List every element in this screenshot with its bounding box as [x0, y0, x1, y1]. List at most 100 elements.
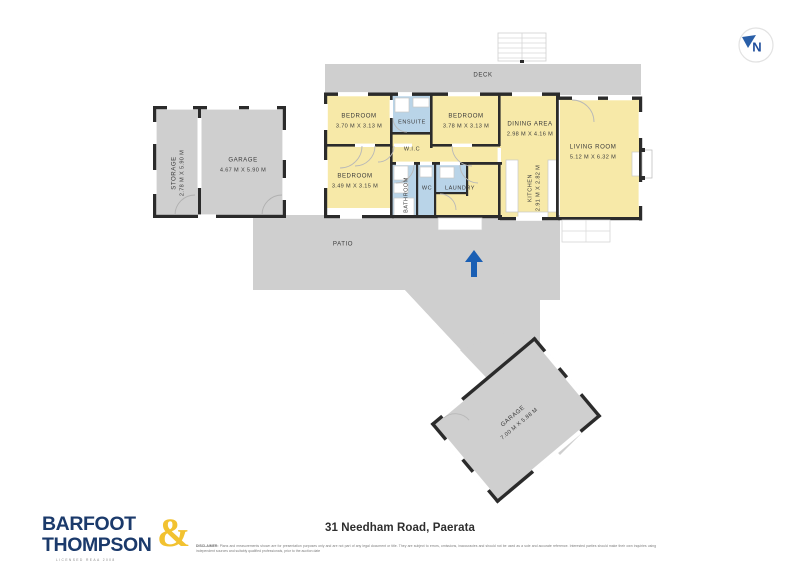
swing-laundry-2 [439, 193, 457, 211]
storage-label-group: STORAGE 2.78 M X 5.90 M [171, 150, 186, 196]
opening-divider-door [197, 118, 202, 188]
dining-name: DINING AREA [507, 121, 553, 128]
fixture-laundry-tub [439, 166, 455, 179]
opening-garage-bottom [198, 214, 216, 219]
fixture-ensuite-vanity [412, 97, 430, 108]
living-name: LIVING ROOM [570, 144, 617, 151]
wic-name: W.I.C [404, 146, 420, 152]
window-living-right-2 [638, 182, 643, 206]
door-wc [420, 161, 432, 166]
swing-bedroom2 [451, 145, 473, 167]
floor-corridor [392, 146, 500, 164]
opening-lower-garage-right-2 [565, 376, 583, 396]
lower-garage-floor [430, 336, 602, 504]
living-label-group: LIVING ROOM 5.12 M X 6.32 M [570, 144, 617, 161]
door-swing-garage [261, 194, 283, 216]
opening-lower-garage-door [531, 429, 582, 473]
fixture-basin [393, 182, 409, 194]
opening-lower-garage-top [440, 397, 464, 418]
lower-garage-block: GARAGE 7.00 M X 5.88 M [430, 336, 602, 504]
disclaimer-label: DISCLAIMER: [196, 544, 219, 548]
wall-wc-laundry [434, 164, 437, 218]
swing-bathroom [395, 164, 415, 184]
window-bedroom2 [448, 92, 480, 97]
opening-corridor-dining [497, 148, 501, 162]
wall-garage-right [282, 106, 286, 218]
garage-upper-name: GARAGE [228, 157, 257, 164]
swing-living [571, 99, 595, 123]
north-arrow-icon [742, 35, 756, 48]
door-bedroom3-bottom [340, 214, 362, 219]
wall-dining-living [556, 99, 559, 220]
wall-bathroom-wc [416, 164, 419, 218]
wall-garage-left [153, 106, 157, 218]
wall-living-top [558, 96, 642, 100]
kitchen-name: KITCHEN [527, 174, 533, 202]
bedroom-1-dimensions: 3.70 M X 3.13 M [336, 123, 382, 129]
barfoot-thompson-logo: BARFOOT & THOMPSON LICENSED REAA 2008 [42, 510, 202, 563]
swing-lower-garage [443, 413, 470, 421]
door-bedroom2 [452, 143, 472, 147]
bedroom-1-label-group: BEDROOM 3.70 M X 3.13 M [336, 113, 382, 130]
opening-garage-top-3 [249, 105, 277, 110]
bedroom-2-dimensions: 3.78 M X 3.13 M [443, 123, 489, 129]
opening-garage-right-2 [282, 178, 287, 200]
wc-name: WC [422, 185, 432, 191]
deck-stairs [497, 32, 547, 63]
bedroom-2-label-group: BEDROOM 3.78 M X 3.13 M [443, 113, 489, 130]
bedroom-3-dimensions: 3.49 M X 3.15 M [332, 183, 378, 189]
plan-footer: BARFOOT & THOMPSON LICENSED REAA 2008 31… [0, 505, 800, 584]
storage-dimensions: 2.78 M X 5.90 M [179, 150, 185, 196]
upper-garage-label-group: GARAGE 4.67 M X 5.90 M [220, 157, 266, 174]
disclaimer-body: Plans and measurements shown are for pre… [196, 544, 656, 554]
opening-lower-garage-right [543, 349, 561, 370]
entry-arrow-icon [465, 250, 483, 277]
window-bedroom3-left [323, 160, 328, 188]
floor-bedroom-2 [432, 95, 500, 146]
garage-upper-dimensions: 4.67 M X 5.90 M [220, 167, 266, 173]
fixture-toilet [419, 166, 433, 178]
living-dimensions: 5.12 M X 6.32 M [570, 154, 616, 160]
disclaimer-text: DISCLAIMER: Plans and measurements shown… [196, 544, 656, 555]
bedroom-1-name: BEDROOM [341, 113, 376, 120]
window-ensuite [398, 92, 412, 97]
wall-ensuite-bedroom2 [430, 95, 433, 148]
door-dining-bottom [516, 216, 542, 221]
logo-ampersand: & [157, 510, 190, 555]
dining-dimensions: 2.98 M X 4.16 M [507, 131, 553, 137]
opening-garage-left [152, 122, 157, 144]
bedroom-3-name: BEDROOM [337, 173, 372, 180]
wall-living-right [639, 96, 643, 221]
swing-ensuite [392, 117, 408, 133]
wall-house-top [326, 92, 558, 96]
opening-garage-top-1 [167, 105, 193, 110]
door-swing-storage [174, 194, 196, 216]
door-laundry [440, 161, 460, 166]
bathroom-name: BATHROOM [403, 177, 409, 213]
main-house: BEDROOM 3.70 M X 3.13 M BEDROOM 3.78 M X… [323, 72, 653, 248]
door-ensuite [389, 100, 393, 118]
laundry-name: LAUNDRY [445, 185, 475, 191]
kitchen-label-group: KITCHEN 2.91 M X 2.82 M [527, 165, 541, 211]
window-living-top-2 [608, 96, 632, 101]
wall-garage-bottom [153, 214, 286, 218]
wall-living-step [556, 92, 560, 100]
logo-brand-top: BARFOOT [42, 513, 136, 535]
wall-bedroom1-ensuite [390, 95, 393, 148]
door-swings [339, 99, 595, 211]
wall-openings [323, 92, 643, 221]
compass-north-letter: N [752, 39, 761, 54]
swing-laundry [459, 164, 479, 184]
logo-tagline: LICENSED REAA 2008 [56, 558, 116, 562]
wall-living-bottom [558, 217, 642, 221]
opening-garage-top-2 [207, 105, 239, 110]
floor-wc [418, 164, 436, 218]
opening-garage-left-2 [152, 170, 157, 194]
fixture-bath-shower [393, 165, 409, 181]
swing-wic [377, 145, 395, 163]
patio-step-left [437, 217, 483, 231]
swing-bedroom3 [339, 145, 363, 169]
entry-steps [561, 219, 611, 243]
